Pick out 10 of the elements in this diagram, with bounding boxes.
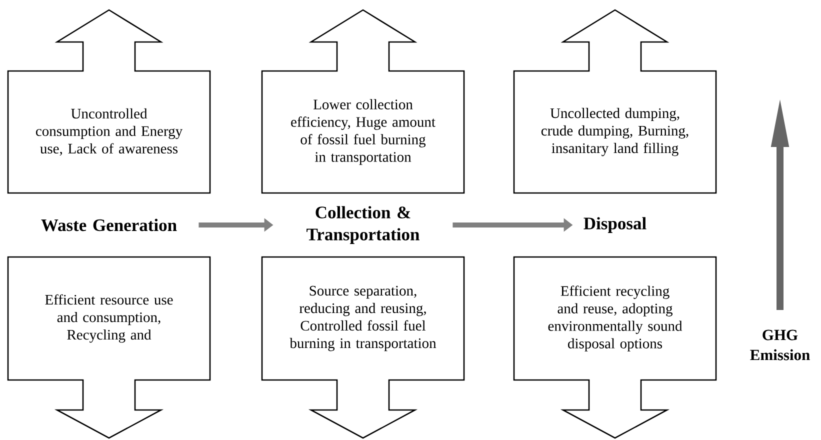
stage-label: Waste Generation <box>41 218 177 232</box>
axis-label: GHG Emission <box>750 330 810 360</box>
stage-label: Disposal <box>584 217 646 233</box>
stage-label: Collection & Transportation <box>306 206 420 244</box>
down-arrow-box: Efficient resource use and consumption, Recycling and <box>7 256 211 439</box>
up-arrow-box: Lower collection efficiency, Huge amount of fossil fuel burning in transportation <box>261 9 465 194</box>
down-arrow-box: Source separation, reducing and reusing, Controlled fossil fuel burning in transportation <box>261 256 465 439</box>
up-arrow-box: Uncontrolled consumption and Energy use, Lack of awareness <box>7 9 211 194</box>
down-arrow-box: Efficient recycling and reuse, adopting environmentally sound disposal options <box>513 256 717 439</box>
up-arrow-box: Uncollected dumping, crude dumping, Burning, insanitary land filling <box>513 9 717 194</box>
